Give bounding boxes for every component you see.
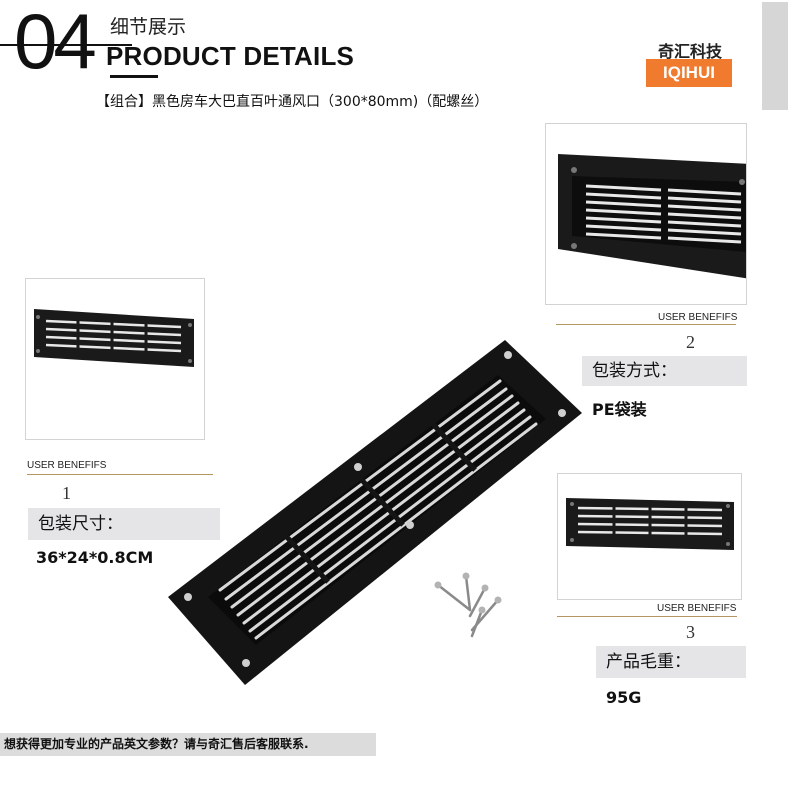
- benefit-divider-1: [27, 474, 213, 475]
- benefit-label-3: USER BENEFIFS: [657, 603, 737, 614]
- brand-logo: IQIHUI: [646, 59, 732, 87]
- title-underline: [110, 75, 158, 78]
- benefit-label-2: USER BENEFIFS: [658, 312, 738, 323]
- benefit-value-2: PE袋装: [592, 400, 647, 419]
- benefit-value-1: 36*24*0.8CM: [36, 548, 154, 567]
- footer-note: 想获得更加专业的产品英文参数？请与奇汇售后客服联系.: [0, 733, 376, 756]
- section-subtitle: 细节展示: [110, 16, 187, 38]
- vent-grille-icon: [558, 154, 746, 279]
- benefit-field-1: 包装尺寸：: [28, 508, 220, 540]
- vent-grille-icon: [566, 498, 734, 550]
- benefit-number-3: 3: [686, 622, 695, 642]
- vent-grille-icon: [168, 340, 582, 685]
- product-thumbnail-2: [545, 123, 747, 305]
- screw-icon: [434, 572, 502, 638]
- section-number-divider: [0, 44, 132, 46]
- benefit-value-3: 95G: [606, 688, 642, 707]
- scrollbar-thumb[interactable]: [762, 2, 788, 110]
- benefit-number-2: 2: [686, 332, 695, 352]
- benefit-field-3: 产品毛重：: [596, 646, 746, 678]
- product-thumbnail-1: [25, 278, 205, 440]
- brand-name: 奇汇科技: [658, 42, 723, 61]
- benefit-number-1: 1: [62, 483, 71, 503]
- main-product-image: [160, 335, 590, 695]
- benefit-divider-2: [556, 324, 736, 325]
- section-number: 04: [14, 0, 97, 85]
- product-thumbnail-3: [557, 473, 742, 600]
- page-title: PRODUCT DETAILS: [106, 41, 355, 71]
- benefit-divider-3: [557, 616, 737, 617]
- benefit-label-1: USER BENEFIFS: [27, 460, 107, 471]
- product-name: 【组合】黑色房车大巴直百叶通风口（300*80mm)（配螺丝）: [96, 94, 489, 110]
- mounting-screws-image: [430, 570, 505, 640]
- vent-grille-icon: [34, 309, 194, 367]
- benefit-field-2: 包装方式：: [582, 356, 747, 386]
